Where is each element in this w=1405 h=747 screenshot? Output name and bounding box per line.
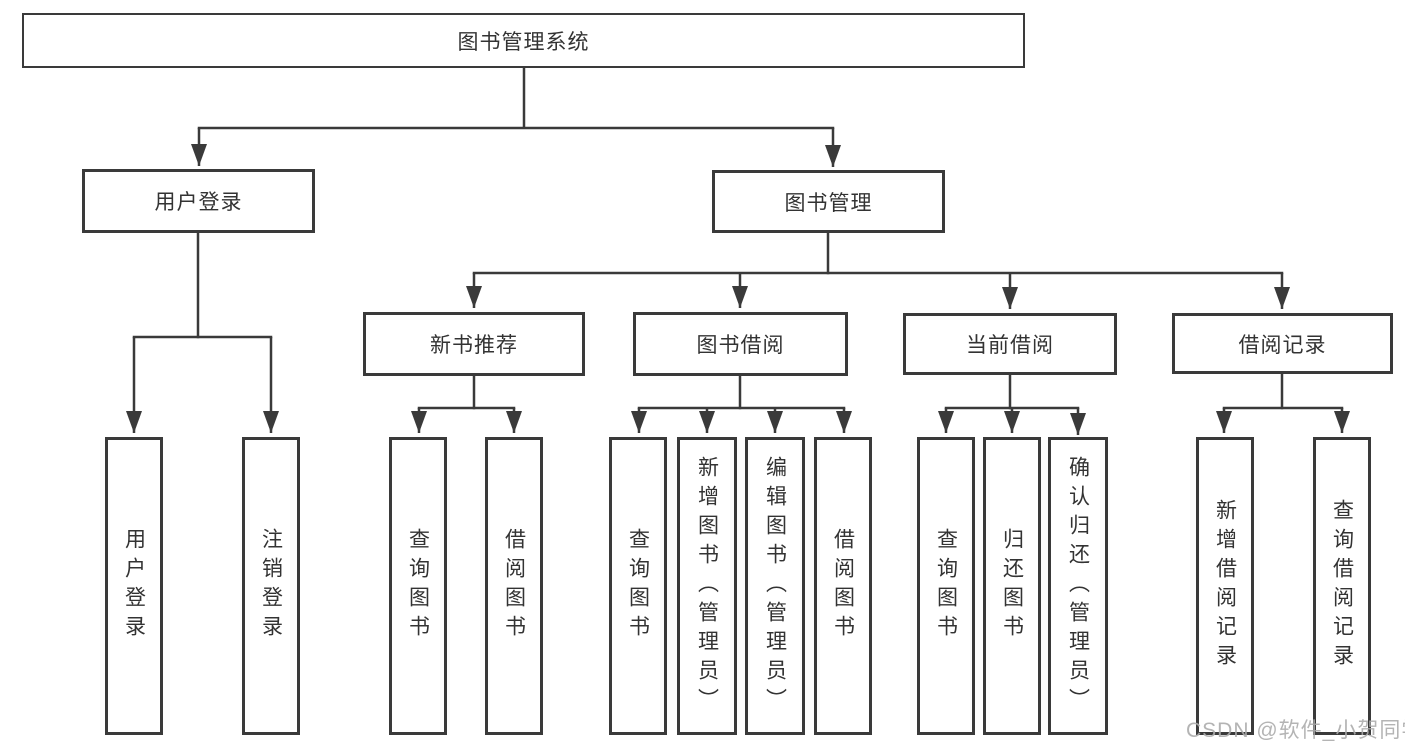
node-label: 新增图书（管理员） xyxy=(695,455,719,717)
node-leaf-query-books-3: 查询图书 xyxy=(917,437,975,735)
node-library-management-system: 图书管理系统 xyxy=(22,13,1025,68)
node-label: 图书管理 xyxy=(784,191,873,215)
node-label: 当前借阅 xyxy=(966,334,1054,357)
node-leaf-add-books-admin: 新增图书（管理员） xyxy=(677,437,737,735)
node-user-login: 用户登录 xyxy=(82,169,315,233)
edge-newbookrec-to-children xyxy=(411,375,522,433)
csdn-watermark: CSDN @软件_小贺同学 xyxy=(1186,719,1405,742)
node-new-book-recommend: 新书推荐 xyxy=(363,312,585,376)
node-leaf-query-books-2: 查询图书 xyxy=(609,437,667,735)
node-label: 查询借阅记录 xyxy=(1330,499,1354,673)
edge-borrowrecord-to-children xyxy=(1216,373,1350,433)
edge-bookmgmt-to-level3 xyxy=(466,232,1290,309)
node-borrow-record: 借阅记录 xyxy=(1172,313,1393,374)
node-current-borrow: 当前借阅 xyxy=(903,313,1117,375)
node-leaf-confirm-return-admin: 确认归还（管理员） xyxy=(1048,437,1108,735)
node-label: 用户登录 xyxy=(122,528,146,644)
node-label: 查询图书 xyxy=(626,528,650,644)
node-leaf-query-borrow-record: 查询借阅记录 xyxy=(1313,437,1371,735)
node-label: 查询图书 xyxy=(934,528,958,644)
node-label: 新书推荐 xyxy=(430,334,518,357)
edge-bookborrow-to-children xyxy=(631,375,852,433)
node-label: 编辑图书（管理员） xyxy=(763,455,787,717)
node-leaf-borrow-books-1: 借阅图书 xyxy=(485,437,543,735)
node-leaf-user-login: 用户登录 xyxy=(105,437,163,735)
node-leaf-query-books-1: 查询图书 xyxy=(389,437,447,735)
node-book-borrow: 图书借阅 xyxy=(633,312,848,376)
node-label: 用户登录 xyxy=(154,191,243,214)
node-label: 借阅图书 xyxy=(502,528,526,644)
edge-root-to-level2 xyxy=(191,68,841,167)
node-label: 图书借阅 xyxy=(696,334,785,357)
node-label: 归还图书 xyxy=(1000,528,1024,644)
node-label: 借阅记录 xyxy=(1238,333,1327,357)
edge-userlogin-to-children xyxy=(126,231,279,433)
node-leaf-edit-books-admin: 编辑图书（管理员） xyxy=(745,437,805,735)
node-book-management: 图书管理 xyxy=(712,170,945,233)
node-label: 图书管理系统 xyxy=(457,30,590,54)
node-leaf-logout: 注销登录 xyxy=(242,437,300,735)
node-label: 查询图书 xyxy=(406,528,430,644)
node-leaf-borrow-books-2: 借阅图书 xyxy=(814,437,872,735)
node-label: 新增借阅记录 xyxy=(1213,499,1237,673)
node-label: 借阅图书 xyxy=(831,528,855,644)
node-leaf-return-books: 归还图书 xyxy=(983,437,1041,735)
edge-currentborrow-to-children xyxy=(938,374,1086,435)
node-label: 确认归还（管理员） xyxy=(1066,455,1090,717)
node-leaf-add-borrow-record: 新增借阅记录 xyxy=(1196,437,1254,735)
node-label: 注销登录 xyxy=(259,528,283,644)
